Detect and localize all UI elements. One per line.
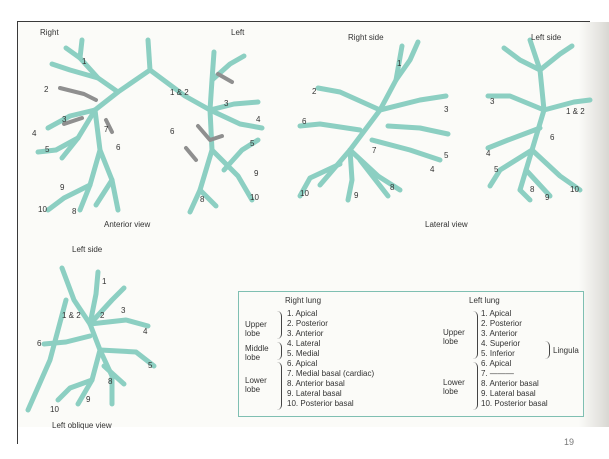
slide-page-number: 19 — [564, 437, 574, 447]
anterior-highlight-segments — [60, 74, 232, 160]
ll-num-1-2: 1 & 2 — [566, 107, 585, 116]
anterior-right-title: Right — [40, 28, 59, 37]
legend-left-item: 1. Apical — [481, 309, 548, 319]
legend-right-header: Right lung — [285, 296, 321, 306]
legend-right-item: 4. Lateral — [287, 339, 374, 349]
ob-num-8: 8 — [108, 377, 113, 386]
rl-num-8: 8 — [390, 183, 395, 192]
brace-left-upper — [473, 311, 478, 359]
rl-num-6: 6 — [302, 117, 307, 126]
legend-left-header: Left lung — [469, 296, 500, 306]
rl-num-9: 9 — [354, 191, 359, 200]
rl-num-4: 4 — [430, 165, 435, 174]
anterior-r-num-2: 2 — [44, 85, 49, 94]
left-lateral-tree — [488, 40, 590, 200]
ob-num-6: 6 — [37, 339, 42, 348]
lateral-caption: Lateral view — [425, 220, 468, 229]
legend-left-item: 2. Posterior — [481, 319, 548, 329]
rl-num-10: 10 — [300, 189, 309, 198]
anterior-r-num-9: 9 — [60, 183, 65, 192]
oblique-caption: Left oblique view — [52, 421, 112, 430]
ll-num-9: 9 — [545, 193, 550, 202]
ob-num-1-2: 1 & 2 — [62, 311, 81, 320]
anterior-l-num-4: 4 — [256, 115, 261, 124]
ll-num-8: 8 — [530, 185, 535, 194]
brace-left-lower — [473, 362, 478, 410]
legend-right-item: 1. Apical — [287, 309, 374, 319]
oblique-title: Left side — [72, 245, 103, 254]
left-lobe-lower: Lower lobe — [443, 378, 473, 396]
anterior-r-num-1: 1 — [82, 57, 87, 66]
legend-right-item: 5. Medial — [287, 349, 374, 359]
right-lateral-title: Right side — [348, 33, 384, 42]
anterior-r-num-6: 6 — [116, 143, 121, 152]
ob-num-10: 10 — [50, 405, 59, 414]
anterior-r-num-5: 5 — [45, 145, 50, 154]
ll-num-5: 5 — [494, 165, 499, 174]
anterior-l-num-8: 8 — [200, 195, 205, 204]
left-lobe-upper: Upper lobe — [443, 328, 473, 346]
ob-num-5: 5 — [148, 361, 153, 370]
legend-right-item: 10. Posterior basal — [287, 399, 374, 409]
right-lobe-upper: Upper lobe — [245, 320, 277, 338]
legend-right-item: 6. Apical — [287, 359, 374, 369]
anterior-r-num-10: 10 — [38, 205, 47, 214]
lingula-label: Lingula — [553, 346, 579, 355]
legend-right-item: 7. Medial basal (cardiac) — [287, 369, 374, 379]
anterior-left-title: Left — [231, 28, 245, 37]
legend-right-item: 9. Lateral basal — [287, 389, 374, 399]
anterior-l-num-1-2: 1 & 2 — [170, 88, 189, 97]
rl-num-3: 3 — [444, 105, 449, 114]
ob-num-3: 3 — [121, 306, 126, 315]
anterior-l-num-6: 6 — [170, 127, 175, 136]
legend-left-item: 6. Apical — [481, 359, 548, 369]
rl-num-7: 7 — [372, 146, 377, 155]
anterior-l-num-5: 5 — [250, 139, 255, 148]
legend-left-item: 3. Anterior — [481, 329, 548, 339]
legend-left-list: 1. Apical 2. Posterior 3. Anterior 4. Su… — [481, 309, 548, 409]
left-oblique-tree — [28, 268, 154, 410]
anterior-r-num-8: 8 — [72, 207, 77, 216]
segment-legend: Right lung Left lung Upper lobe Middle l… — [238, 291, 584, 417]
right-lateral-tree — [300, 42, 448, 200]
ll-num-3: 3 — [490, 97, 495, 106]
anterior-l-num-3: 3 — [224, 99, 229, 108]
anterior-l-num-10: 10 — [250, 193, 259, 202]
anterior-l-num-9: 9 — [254, 169, 259, 178]
legend-left-item: 5. Inferior — [481, 349, 548, 359]
ll-num-6: 6 — [550, 133, 555, 142]
anterior-view-tree — [38, 40, 262, 212]
left-lateral-title: Left side — [531, 33, 562, 42]
ob-num-4: 4 — [143, 327, 148, 336]
ll-num-4: 4 — [486, 149, 491, 158]
rl-num-2: 2 — [312, 87, 317, 96]
right-lobe-middle: Middle lobe — [245, 344, 277, 362]
anterior-r-num-7: 7 — [104, 125, 109, 134]
brace-right-lower — [277, 362, 282, 410]
legend-right-item: 3. Anterior — [287, 329, 374, 339]
legend-right-item: 2. Posterior — [287, 319, 374, 329]
brace-right-upper — [277, 311, 282, 339]
anterior-r-num-3: 3 — [62, 115, 67, 124]
legend-left-item: 7. ——— — [481, 369, 548, 379]
ob-num-2: 2 — [100, 311, 105, 320]
rl-num-1: 1 — [397, 59, 402, 68]
brace-right-middle — [277, 342, 282, 360]
legend-right-list: 1. Apical 2. Posterior 3. Anterior 4. La… — [287, 309, 374, 409]
ob-num-9: 9 — [86, 395, 91, 404]
anterior-caption: Anterior view — [104, 220, 150, 229]
ll-num-10: 10 — [570, 185, 579, 194]
legend-right-item: 8. Anterior basal — [287, 379, 374, 389]
legend-left-item: 9. Lateral basal — [481, 389, 548, 399]
legend-left-item: 10. Posterior basal — [481, 399, 548, 409]
legend-left-item: 4. Superior — [481, 339, 548, 349]
legend-left-item: 8. Anterior basal — [481, 379, 548, 389]
right-lobe-lower: Lower lobe — [245, 376, 277, 394]
ob-num-1: 1 — [102, 277, 107, 286]
anterior-r-num-4: 4 — [32, 129, 37, 138]
rl-num-5: 5 — [444, 151, 449, 160]
